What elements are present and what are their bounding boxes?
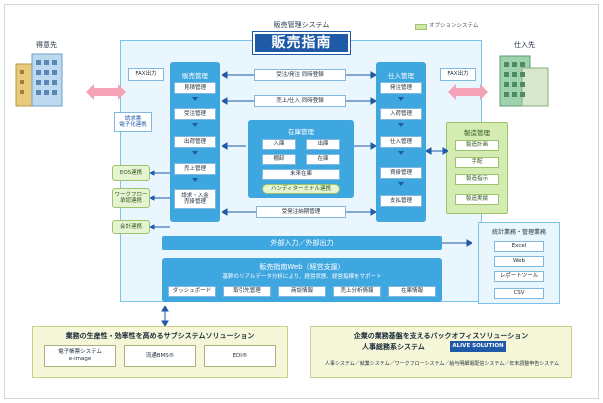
manufacturing-item: 手配 (455, 157, 499, 168)
web-item: 売上分析情報 (333, 286, 381, 297)
manufacturing-item: 製造計画 (455, 140, 499, 151)
sales-item: 売上管理 (174, 163, 216, 175)
web-item: 商談情報 (278, 286, 326, 297)
sales-item: 出荷管理 (174, 136, 216, 148)
inventory-item: 在庫 (306, 154, 340, 165)
center-connectors (222, 71, 376, 216)
external-io-bar: 外部入力／外部出力 (162, 236, 442, 250)
sales-item: 請求・入金 売掛管理 (174, 189, 216, 209)
sales-lane-title: 販売管理 (182, 72, 208, 80)
stats-title: 統計業務・管理業務 (491, 229, 546, 236)
web-subtitle: 基幹のリアルデータ分析により、経営状態、経営指標をサポート (222, 274, 382, 280)
legend-label: オプションシステム (429, 23, 479, 29)
eos-option: EOS連携 (112, 165, 150, 181)
subsystem-item: 流通BMS® (124, 345, 196, 367)
web-item: 在庫情報 (388, 286, 436, 297)
flow-arrow (398, 182, 404, 186)
stats-item: Excel (494, 241, 544, 252)
inventory-item: 未来在庫 (262, 169, 340, 180)
purchase-item: 仕入管理 (380, 136, 422, 148)
customer-building-icon (15, 53, 63, 107)
manufacturing-title: 製造管理 (464, 129, 490, 137)
web-title: 販売指南Web（経営支援） (259, 263, 345, 271)
backoffice-subtitle: 人事総務系システム (362, 343, 425, 351)
purchase-item: 入荷管理 (380, 108, 422, 120)
subsystem-item: 電子帳票システム e-image (44, 345, 116, 367)
inventory-item: 棚卸 (262, 154, 296, 165)
flow-arrow (192, 97, 198, 101)
subsystem-item: EDI® (204, 345, 276, 367)
accounting-option: 会計連携 (112, 220, 150, 234)
fax-output-right: FAX出力 (440, 68, 476, 81)
customer-label: 得意先 (36, 41, 57, 49)
web-item: ダッシュボード (168, 286, 216, 297)
workflow-option: ワークフロー 承認連携 (112, 188, 150, 208)
supplier-exchange-arrow (448, 84, 488, 100)
order-delivery-box: 受発注納期管理 (256, 206, 346, 218)
supplier-building-icon (499, 55, 549, 107)
inventory-title: 在庫管理 (288, 128, 314, 136)
bottom-connector (161, 306, 169, 326)
flow-arrow (398, 97, 404, 101)
order-sync-box: 受注/発注 同時登録 (254, 69, 346, 81)
fax-output-left: FAX出力 (128, 68, 164, 81)
customer-exchange-arrow (86, 84, 126, 100)
flow-arrow (398, 151, 404, 155)
purchase-lane-title: 仕入管理 (388, 72, 414, 80)
legend-swatch (415, 24, 427, 30)
purchase-item: 買掛管理 (380, 167, 422, 179)
manufacturing-item: 製造指示 (455, 174, 499, 185)
stats-item: レポートツール (494, 271, 544, 282)
supplier-label: 仕入先 (514, 41, 535, 49)
purchase-item: 支払管理 (380, 195, 422, 207)
inventory-item: 出庫 (306, 139, 340, 150)
manufacturing-connector (426, 147, 448, 155)
flow-arrow (398, 123, 404, 127)
stats-item: Web (494, 256, 544, 267)
flow-arrow (192, 123, 198, 127)
backoffice-title: 企業の業務基盤を支えるバックオフィスソリューション (353, 332, 529, 340)
stats-item: CSV (494, 288, 544, 299)
flow-arrow (192, 178, 198, 182)
external-io-connector (442, 239, 472, 247)
web-item: 取引先管理 (223, 286, 271, 297)
option-connectors (150, 170, 170, 230)
sales-sync-box: 売上/仕入 同時登録 (254, 95, 346, 107)
subsystem-title: 業務の生産性・効率性を高めるサブシステムソリューション (65, 332, 255, 340)
sales-item: 受注管理 (174, 108, 216, 120)
system-title: 販売管理システム (273, 21, 330, 29)
inventory-item: 入庫 (262, 139, 296, 150)
billing-option: 請求書 電子化連携 (114, 112, 152, 132)
manufacturing-item: 製造実績 (455, 194, 499, 205)
alive-solution-logo: ALIVE SOLUTION (450, 341, 506, 352)
sales-item: 見積管理 (174, 82, 216, 94)
product-logo: 販売指南 (252, 31, 351, 55)
handy-terminal-option: ハンディターミナル連携 (262, 184, 340, 194)
backoffice-modules: 人事システム／就業システム／ワークフローシステム／給与明細電配信システム／年末調… (324, 361, 560, 367)
flow-arrow (192, 151, 198, 155)
purchase-item: 発注管理 (380, 82, 422, 94)
backoffice-panel (310, 326, 572, 378)
